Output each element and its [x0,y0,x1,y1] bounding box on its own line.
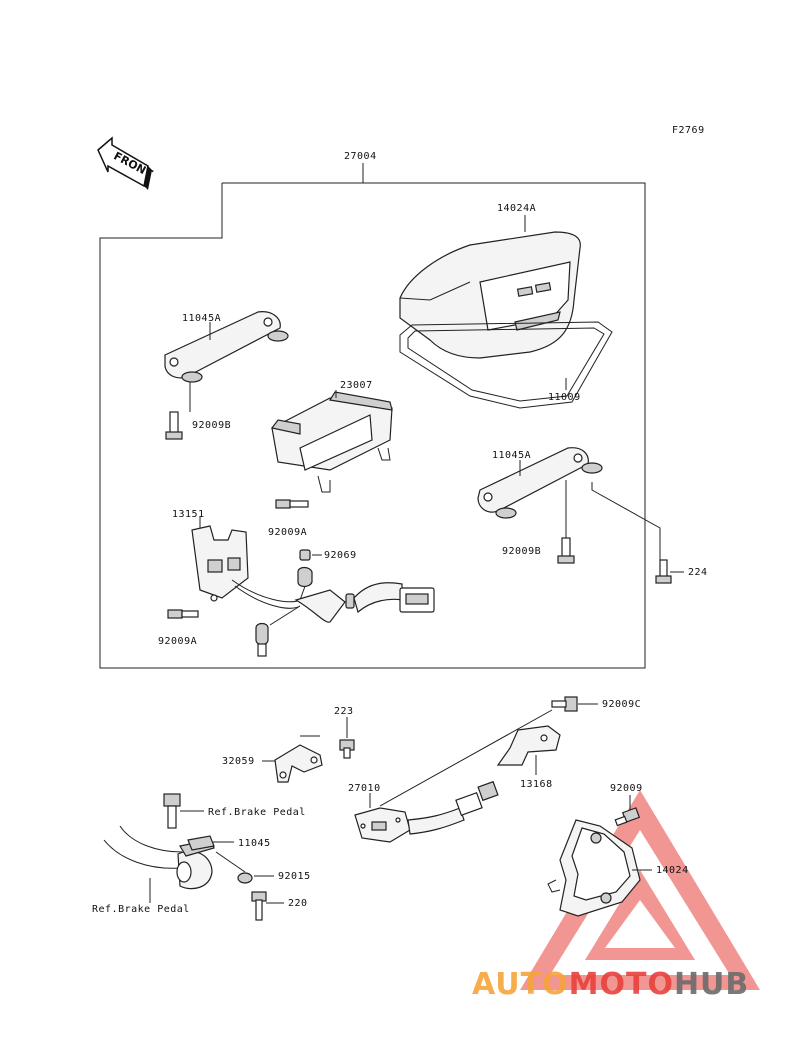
screw-223 [339,739,355,759]
bracket-left [164,311,289,383]
callout-13168: 13168 [520,779,553,790]
watermark-part3: HUB [674,967,749,1002]
bolt-92009c [551,696,578,712]
callout-ref-pedal-lower: Ref.Brake Pedal [92,904,190,915]
callout-92009b-right: 92009B [502,546,541,557]
callout-223: 223 [334,706,354,717]
assembly-boundary [99,163,646,669]
callout-13151: 13151 [172,509,205,520]
watermark-logo-text: AUTOMOTOHUB [472,967,749,1002]
callout-92015: 92015 [278,871,311,882]
nut-92015 [237,872,253,884]
brake-pedal-reference [103,825,215,890]
callout-11009: 11009 [548,392,581,403]
callout-224: 224 [688,567,708,578]
ref-pedal-bolt [163,793,181,829]
figure-code: F2769 [672,125,705,136]
bolt-92009a-lower [167,609,199,619]
bolt-92009 [614,807,641,827]
callout-32059: 32059 [222,756,255,767]
tail-light-cover [399,231,581,359]
bulb-holder [270,391,393,493]
stop-switch [354,780,499,843]
callout-27010: 27010 [348,783,381,794]
screw-224 [655,559,672,584]
bolt-220 [251,891,267,921]
watermark-part2: MOTO [569,967,674,1002]
callout-92009c: 92009C [602,699,641,710]
plate-32059 [274,744,323,783]
gasket [399,321,613,409]
bolt-92009b-left [165,411,183,440]
callout-14024: 14024 [656,865,689,876]
bolt-92009b-right [557,537,575,564]
callout-27004: 27004 [344,151,377,162]
callout-11045a-left: 11045A [182,313,221,324]
callout-ref-pedal-upper: Ref.Brake Pedal [208,807,306,818]
bulb-92069 [299,549,311,561]
svg-text:AUTOMOTOHUB: AUTOMOTOHUB [472,967,749,1002]
callout-11045a-right: 11045A [492,450,531,461]
callout-92009: 92009 [610,783,643,794]
callout-11045: 11045 [238,838,271,849]
wiring-harness [191,525,435,657]
watermark-logo-triangle [520,790,760,990]
callout-14024a: 14024A [497,203,536,214]
callout-220: 220 [288,898,308,909]
bracket-right [477,447,603,519]
bracket-13168 [496,725,561,766]
bolt-92009a-upper [275,499,309,509]
callout-92069: 92069 [324,550,357,561]
collar-11045 [187,835,215,851]
front-arrow-icon: FRONT [97,136,155,190]
switch-cover [547,819,641,917]
callout-92009b-left: 92009B [192,420,231,431]
callout-23007: 23007 [340,380,373,391]
callout-92009a-lower: 92009A [158,636,197,647]
callout-92009a-upper: 92009A [268,527,307,538]
watermark-part1: AUTO [472,967,569,1002]
